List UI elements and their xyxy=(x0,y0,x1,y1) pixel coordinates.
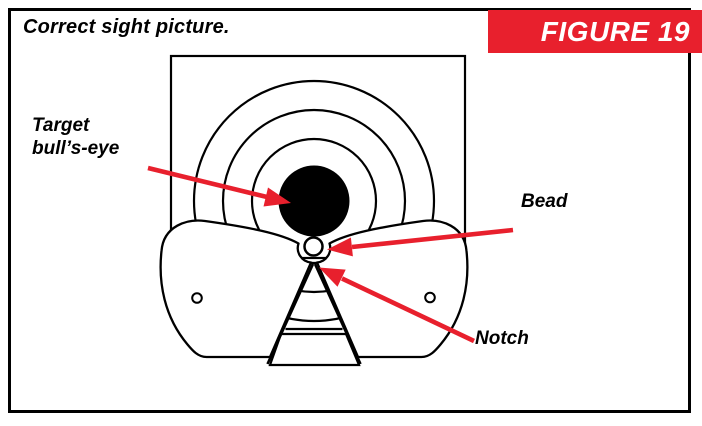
bead xyxy=(303,236,324,257)
label-target-bullseye: Target bull’s-eye xyxy=(32,114,119,160)
notch-v-edges xyxy=(266,263,362,365)
right-screw-hole xyxy=(424,291,436,304)
label-bead: Bead xyxy=(521,191,568,212)
figure-badge: FIGURE 19 xyxy=(488,10,702,53)
arrow-target-bullseye xyxy=(147,165,291,207)
label-target-line2: bull’s-eye xyxy=(32,138,120,159)
sight-base-trapezoid xyxy=(268,332,361,367)
rear-sight-left-wing xyxy=(159,219,313,359)
label-notch: Notch xyxy=(475,328,529,349)
target-bullseye xyxy=(278,165,350,237)
left-screw-hole xyxy=(191,292,203,304)
arrow-bead xyxy=(327,227,514,257)
arrow-notch xyxy=(319,267,475,344)
rear-sight-right-wing xyxy=(315,219,469,359)
label-target-line1: Target xyxy=(32,115,90,136)
target-rings xyxy=(192,79,436,323)
figure-badge-label: FIGURE 19 xyxy=(540,15,690,47)
figure-caption: Correct sight picture. xyxy=(23,16,230,38)
